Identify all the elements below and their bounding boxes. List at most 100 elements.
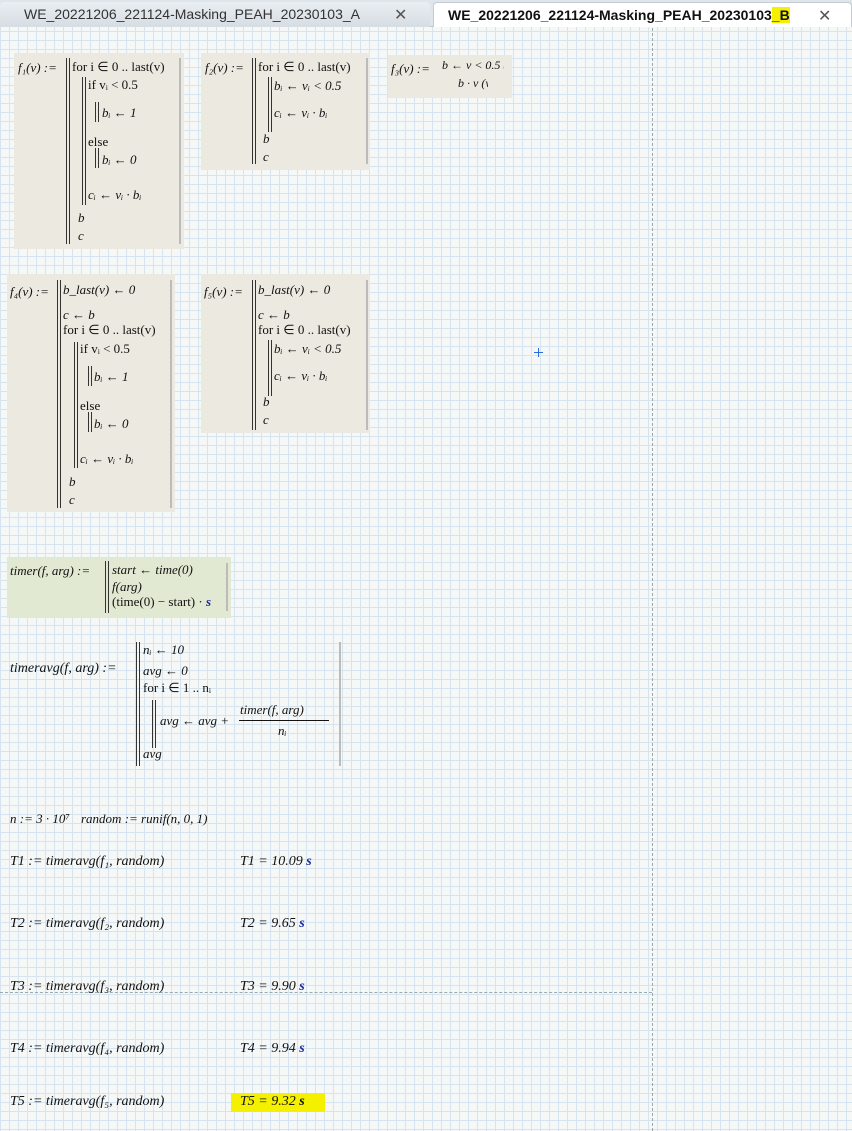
program-bar bbox=[88, 366, 92, 386]
code-line: bᵢ ← vᵢ < 0.5 bbox=[274, 78, 342, 93]
vector-element: b bbox=[69, 474, 76, 489]
function-name: f₂(v) := bbox=[205, 60, 244, 75]
crosshair-cursor bbox=[534, 348, 543, 357]
result-value: T5 = 9.32 bbox=[240, 1094, 296, 1109]
code-line: (time(0) − start) · s bbox=[112, 594, 211, 610]
program-bar bbox=[105, 561, 109, 613]
program-bar bbox=[95, 102, 99, 122]
program-bar bbox=[88, 412, 92, 432]
f5-definition[interactable]: f₅(v) := b_last(v) ← 0 c ← b for i ∈ 0 .… bbox=[201, 274, 370, 433]
function-name: f₁(v) := bbox=[18, 60, 57, 75]
vector-element: c bbox=[69, 492, 75, 507]
timeravg-definition[interactable]: timeravg(f, arg) := nᵢ ← 10 avg ← 0 for … bbox=[8, 638, 343, 766]
page-boundary-vertical bbox=[652, 28, 653, 1131]
function-name: timeravg(f, arg) := bbox=[10, 661, 117, 676]
code-line: avg bbox=[143, 746, 162, 761]
code-line: cᵢ ← vᵢ · bᵢ bbox=[274, 105, 328, 120]
region-bar bbox=[226, 563, 228, 611]
code-text: (time(0) − start) · bbox=[112, 594, 203, 609]
code-line: else bbox=[80, 398, 101, 413]
close-icon[interactable]: ✕ bbox=[394, 7, 408, 24]
code-line: b_last(v) ← 0 bbox=[258, 282, 331, 297]
program-bar bbox=[82, 77, 86, 205]
result-value: T3 = 9.90 bbox=[240, 979, 296, 994]
f1-definition[interactable]: f₁(v) := for i ∈ 0 .. last(v) if vᵢ < 0.… bbox=[14, 53, 184, 249]
code-line: else bbox=[88, 134, 109, 149]
program-bar bbox=[57, 280, 61, 508]
random-definition[interactable]: random := runif(n, 0, 1) bbox=[81, 811, 208, 826]
code-line: for i ∈ 0 .. last(v) bbox=[258, 59, 351, 74]
function-name: timer(f, arg) := bbox=[10, 563, 91, 578]
code-line: bᵢ ← 1 bbox=[102, 105, 137, 120]
code-line: b_last(v) ← 0 bbox=[63, 282, 136, 297]
n-definition[interactable]: n := 3 · 10⁷ bbox=[10, 811, 70, 826]
tab-worksheet-a[interactable]: WE_20221206_221124-Masking_PEAH_20230103… bbox=[0, 2, 430, 27]
unit-seconds: s bbox=[299, 1094, 305, 1109]
code-line: for i ∈ 0 .. last(v) bbox=[63, 322, 156, 337]
region-bar bbox=[366, 280, 368, 430]
program-bar bbox=[268, 77, 272, 132]
code-line: c ← b bbox=[258, 307, 290, 322]
unit-seconds: s bbox=[205, 594, 212, 609]
code-line: bᵢ ← 0 bbox=[94, 416, 129, 431]
region-bar bbox=[366, 58, 368, 164]
f2-definition[interactable]: f₂(v) := for i ∈ 0 .. last(v) bᵢ ← vᵢ < … bbox=[201, 53, 370, 170]
program-bar bbox=[136, 642, 140, 766]
t4-expression[interactable]: T4 := timeravg(f₄, random) bbox=[10, 1041, 165, 1056]
tab-worksheet-b[interactable]: WE_20221206_221124-Masking_PEAH_20230103… bbox=[433, 2, 852, 27]
result-value: T4 = 9.94 bbox=[240, 1041, 296, 1056]
program-bar bbox=[252, 58, 256, 164]
result-value: T1 = 10.09 bbox=[240, 854, 303, 869]
program-bar bbox=[152, 700, 156, 748]
function-name: f₅(v) := bbox=[204, 284, 243, 299]
code-line: b · v (vectorized) bbox=[458, 76, 488, 90]
page-boundary-horizontal bbox=[0, 992, 652, 993]
code-line: avg ← 0 bbox=[143, 663, 188, 678]
code-line: for i ∈ 0 .. last(v) bbox=[258, 322, 351, 337]
code-line: cᵢ ← vᵢ · bᵢ bbox=[274, 368, 328, 383]
code-line: bᵢ ← vᵢ < 0.5 bbox=[274, 341, 342, 356]
program-bar bbox=[66, 58, 70, 244]
unit-seconds: s bbox=[299, 1041, 305, 1056]
code-line: avg ← avg + bbox=[160, 713, 230, 728]
f3-definition[interactable]: f₃(v) := b ← v < 0.5 (vectorized) b · v … bbox=[388, 55, 512, 98]
t3-result[interactable]: T3 = 9.90 s bbox=[240, 979, 305, 995]
function-name: f₃(v) := bbox=[391, 61, 430, 76]
function-name: f₄(v) := bbox=[10, 284, 49, 299]
t5-expression[interactable]: T5 := timeravg(f₅, random) bbox=[10, 1094, 165, 1109]
code-line: for i ∈ 1 .. nᵢ bbox=[143, 680, 211, 695]
t1-expression[interactable]: T1 := timeravg(f₁, random) bbox=[10, 854, 165, 869]
region-bar bbox=[179, 58, 181, 244]
code-line: bᵢ ← 1 bbox=[94, 369, 129, 384]
program-bar bbox=[252, 280, 256, 430]
result-value: T2 = 9.65 bbox=[240, 916, 296, 931]
t2-expression[interactable]: T2 := timeravg(f₂, random) bbox=[10, 916, 165, 931]
t5-result-highlighted[interactable]: T5 = 9.32 s bbox=[231, 1093, 325, 1112]
vector-element: c bbox=[263, 412, 269, 427]
code-line: nᵢ ← 10 bbox=[143, 642, 185, 657]
code-line: start ← time(0) bbox=[112, 562, 193, 577]
tab-bar: WE_20221206_221124-Masking_PEAH_20230103… bbox=[0, 0, 852, 27]
tab-label-suffix: _B bbox=[771, 7, 790, 23]
fraction-denominator: nᵢ bbox=[278, 723, 287, 738]
code-line: f(arg) bbox=[112, 579, 142, 594]
fraction-numerator: timer(f, arg) bbox=[240, 702, 304, 717]
tab-label: WE_20221206_221124-Masking_PEAH_20230103… bbox=[24, 6, 360, 22]
code-line: c ← b bbox=[63, 307, 95, 322]
timer-definition[interactable]: timer(f, arg) := start ← time(0) f(arg) … bbox=[7, 557, 231, 618]
t2-result[interactable]: T2 = 9.65 s bbox=[240, 916, 305, 932]
t4-result[interactable]: T4 = 9.94 s bbox=[240, 1041, 305, 1057]
code-line: b ← v < 0.5 (vectorized) bbox=[442, 58, 504, 72]
code-line: cᵢ ← vᵢ · bᵢ bbox=[80, 451, 134, 466]
t1-result[interactable]: T1 = 10.09 s bbox=[240, 854, 312, 870]
code-line: cᵢ ← vᵢ · bᵢ bbox=[88, 187, 142, 202]
unit-seconds: s bbox=[306, 854, 312, 869]
f4-definition[interactable]: f₄(v) := b_last(v) ← 0 c ← b for i ∈ 0 .… bbox=[7, 274, 175, 512]
t3-expression[interactable]: T3 := timeravg(f₃, random) bbox=[10, 979, 165, 994]
unit-seconds: s bbox=[299, 979, 305, 994]
code-line: if vᵢ < 0.5 bbox=[88, 77, 138, 92]
code-line: bᵢ ← 0 bbox=[102, 152, 137, 167]
close-icon[interactable]: ✕ bbox=[818, 8, 832, 25]
program-bar bbox=[74, 342, 78, 468]
vector-element: b bbox=[263, 131, 270, 146]
